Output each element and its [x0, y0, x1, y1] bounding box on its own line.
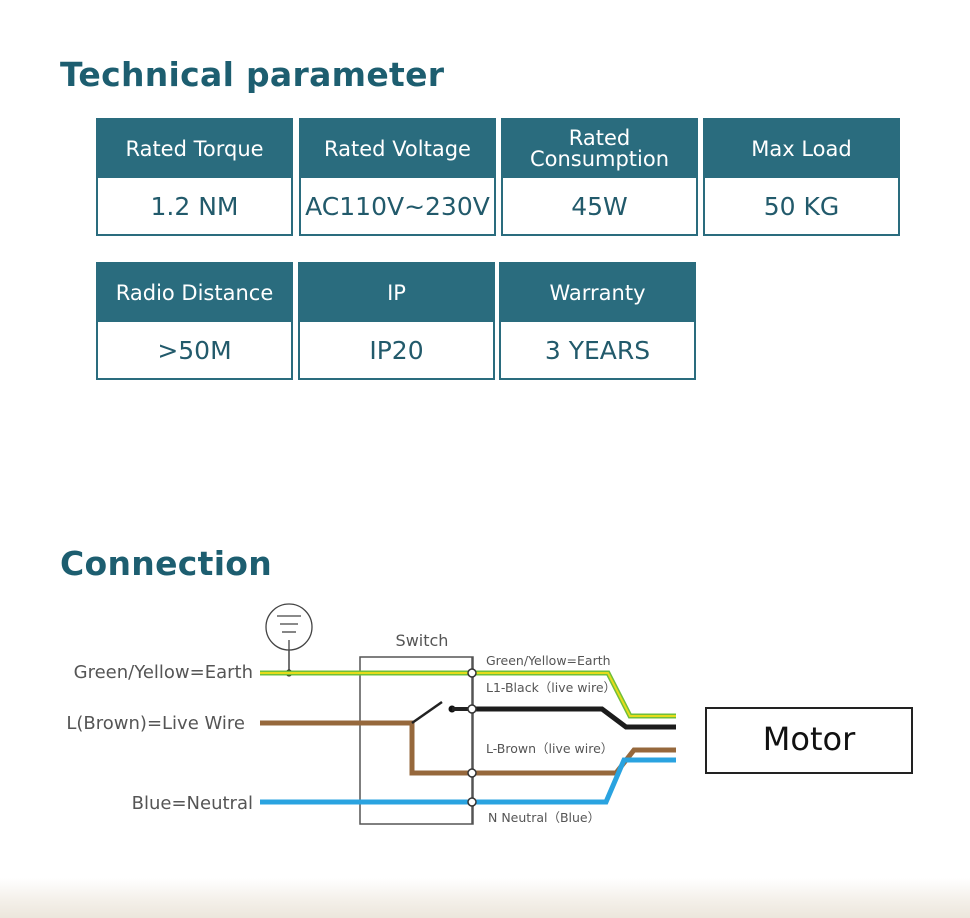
- input-label-live: L(Brown)=Live Wire: [66, 713, 245, 734]
- param-label: IP: [300, 264, 493, 322]
- param-value: 45W: [571, 191, 628, 221]
- param-card-max-load: Max Load 50 KG: [703, 118, 900, 236]
- param-label: Radio Distance: [98, 264, 291, 322]
- ground-symbol-icon: [265, 603, 313, 677]
- param-label: Rated Voltage: [301, 120, 494, 178]
- motor-label: Motor: [763, 720, 856, 758]
- input-label-neutral: Blue=Neutral: [132, 793, 253, 814]
- param-value: 3 YEARS: [544, 335, 651, 365]
- param-value: 50 KG: [763, 191, 840, 221]
- param-card-rated-consumption: Rated Consumption 45W: [501, 118, 698, 236]
- black-wire: [472, 706, 676, 730]
- param-label: Rated Consumption: [503, 120, 696, 178]
- param-value: >50M: [157, 335, 232, 365]
- bottom-fade: [0, 878, 970, 918]
- param-card-radio-distance: Radio Distance >50M: [96, 262, 293, 380]
- param-value: AC110V~230V: [305, 191, 490, 221]
- param-card-ip: IP IP20: [298, 262, 495, 380]
- technical-parameter-title: Technical parameter: [60, 55, 445, 94]
- param-card-rated-torque: Rated Torque 1.2 NM: [96, 118, 293, 236]
- param-card-warranty: Warranty 3 YEARS: [499, 262, 696, 380]
- input-label-earth: Green/Yellow=Earth: [74, 662, 253, 683]
- live-wire-input: [260, 720, 472, 776]
- wiring-diagram: Motor Green/Yellow=Earth L(Brown)=Live W…: [66, 603, 913, 825]
- switch-label: Switch: [396, 631, 449, 650]
- switch-lever: [411, 700, 443, 725]
- connection-title: Connection: [60, 544, 273, 583]
- param-label: Max Load: [705, 120, 898, 178]
- neutral-wire: [260, 757, 676, 805]
- output-label-earth: Green/Yellow=Earth: [486, 653, 611, 668]
- param-label: Warranty: [501, 264, 694, 322]
- param-value: IP20: [369, 335, 424, 365]
- output-label-neutral: N Neutral（Blue）: [488, 810, 600, 825]
- switch-box: [359, 656, 474, 825]
- param-value: 1.2 NM: [150, 191, 239, 221]
- output-label-black: L1-Black（live wire）: [486, 680, 616, 695]
- param-label: Rated Torque: [98, 120, 291, 178]
- motor-box: [705, 707, 913, 774]
- output-label-brown: L-Brown（live wire）: [486, 741, 613, 756]
- earth-wire: [260, 670, 676, 719]
- param-card-rated-voltage: Rated Voltage AC110V~230V: [299, 118, 496, 236]
